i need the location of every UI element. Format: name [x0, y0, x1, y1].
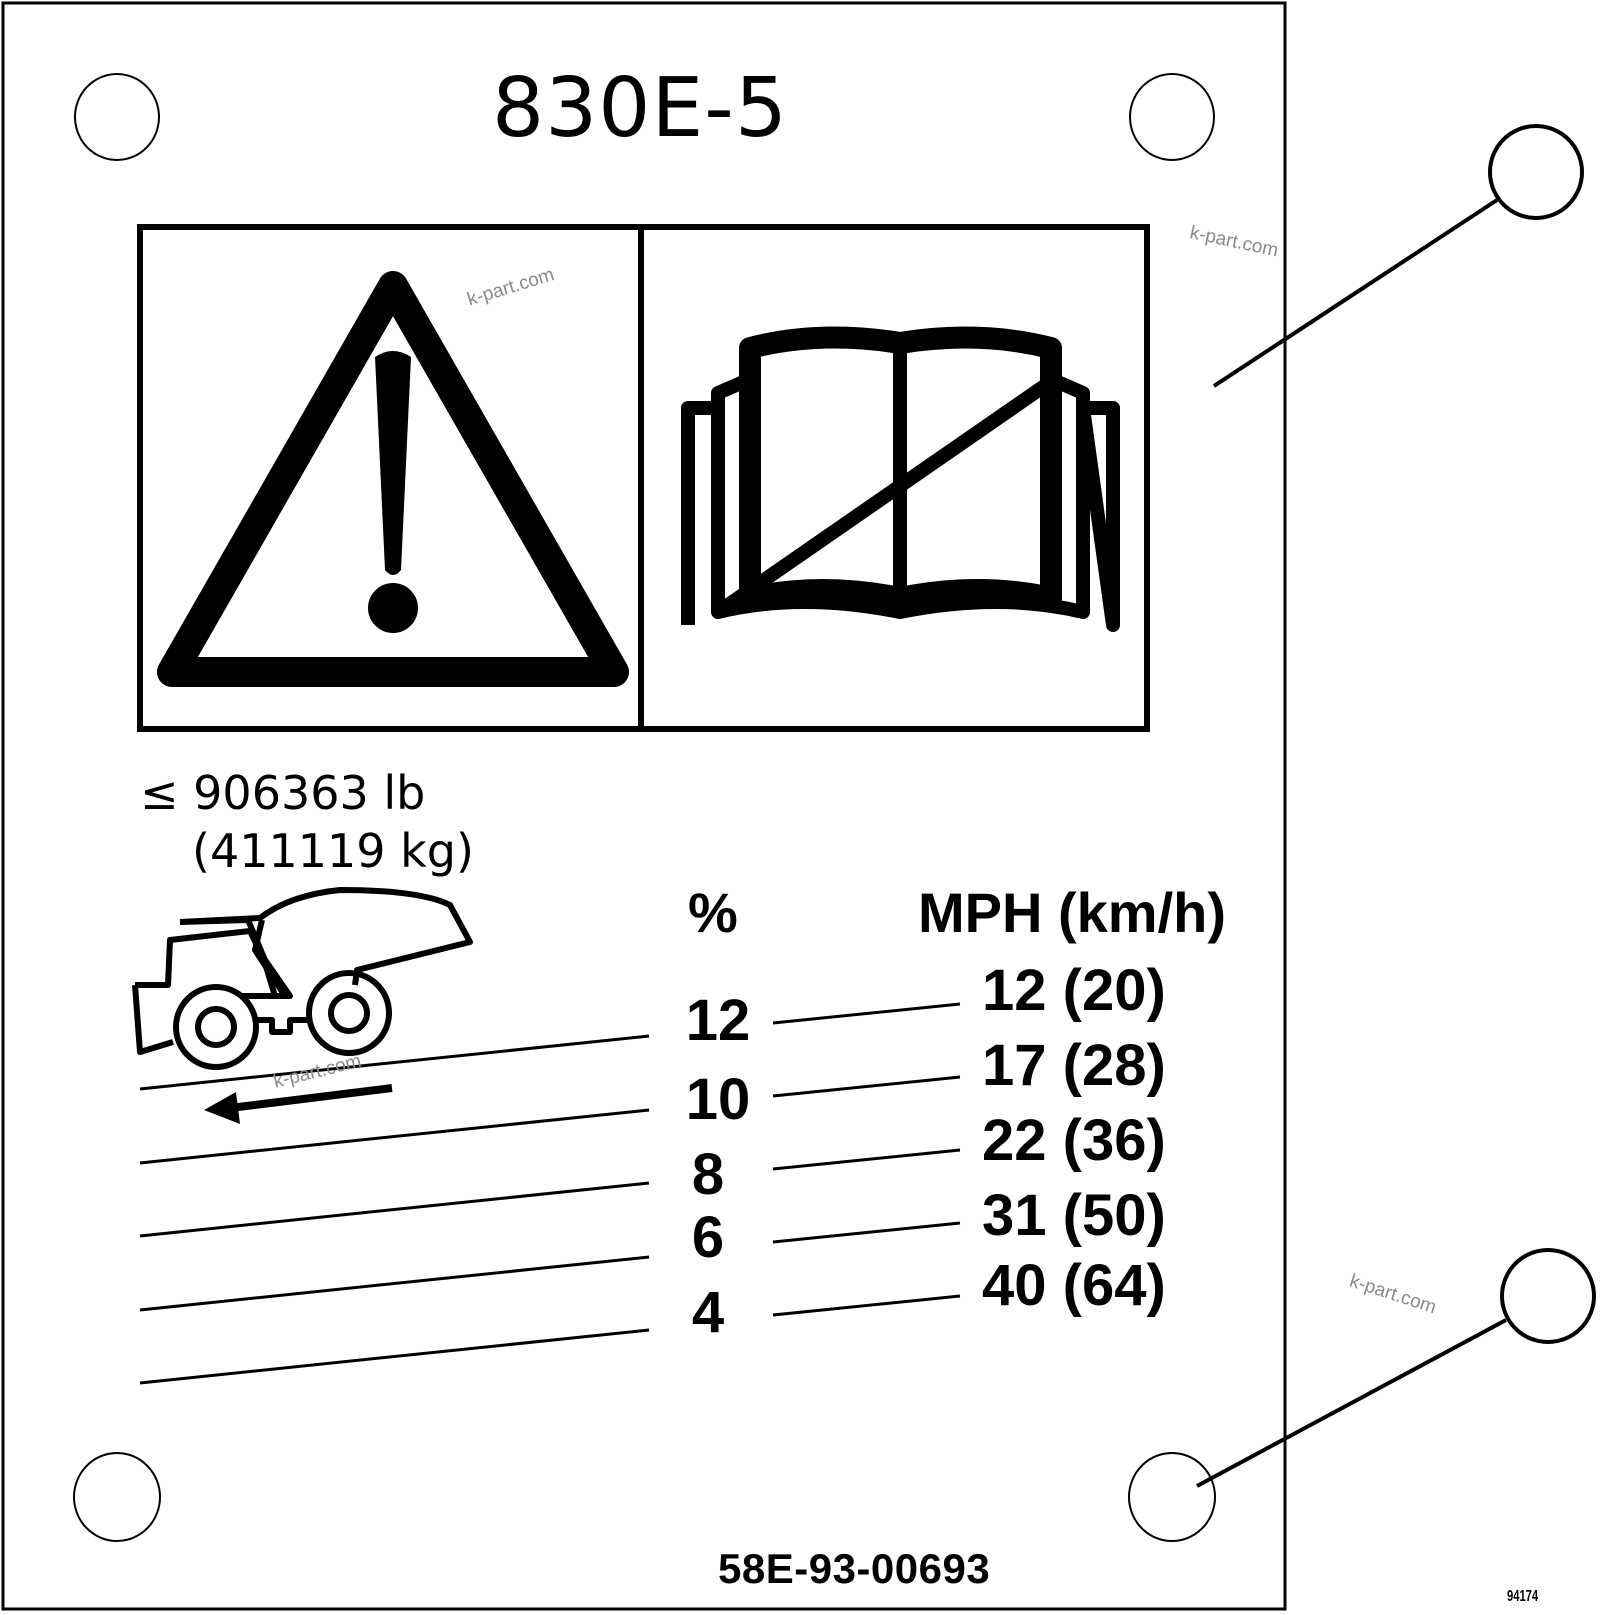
weight-limit-kg: (411119 kg) — [192, 824, 474, 878]
callout-top — [1212, 124, 1584, 388]
speed-column-header: MPH (km/h) — [918, 881, 1226, 944]
mounting-hole-top-right — [1129, 73, 1215, 161]
weight-limit-lb: ≤ 906363 lb — [140, 766, 426, 820]
figure-number: 94174 — [1507, 1588, 1539, 1605]
speed-value: 40 (64) — [982, 1253, 1166, 1318]
grade-value: 4 — [691, 1280, 725, 1345]
speed-value: 31 (50) — [982, 1183, 1166, 1248]
mounting-hole-bottom-left — [73, 1452, 161, 1542]
callout-bottom — [1196, 1248, 1596, 1488]
mounting-holes — [73, 73, 1216, 1542]
speed-value: 22 (36) — [982, 1108, 1166, 1173]
callout-balloon-top — [1488, 124, 1584, 220]
speed-value: 17 (28) — [982, 1033, 1166, 1098]
decal-plate-border — [1, 1, 1287, 1611]
model-title: 830E-5 — [491, 61, 789, 156]
mounting-hole-top-left — [74, 73, 160, 161]
callout-balloon-bottom — [1500, 1248, 1596, 1344]
grade-value: 12 — [685, 988, 751, 1053]
grade-slope-lines — [139, 1034, 650, 1385]
warning-triangle-icon — [157, 271, 629, 687]
speed-value: 12 (20) — [982, 958, 1166, 1023]
callout-leader-bottom — [1196, 1318, 1507, 1488]
mounting-hole-bottom-right — [1128, 1452, 1216, 1542]
callout-leader-top — [1212, 198, 1499, 388]
open-book-icon — [681, 326, 1120, 632]
grade-to-speed-connectors — [772, 1002, 961, 1317]
grade-value: 6 — [691, 1205, 725, 1270]
haul-truck-icon — [132, 887, 473, 1070]
part-number: 58E-93-00693 — [718, 1545, 991, 1592]
grade-value: 8 — [691, 1142, 725, 1207]
grade-column-header: % — [688, 881, 738, 944]
grade-value: 10 — [685, 1067, 751, 1132]
downhill-arrow-icon — [204, 1084, 393, 1124]
